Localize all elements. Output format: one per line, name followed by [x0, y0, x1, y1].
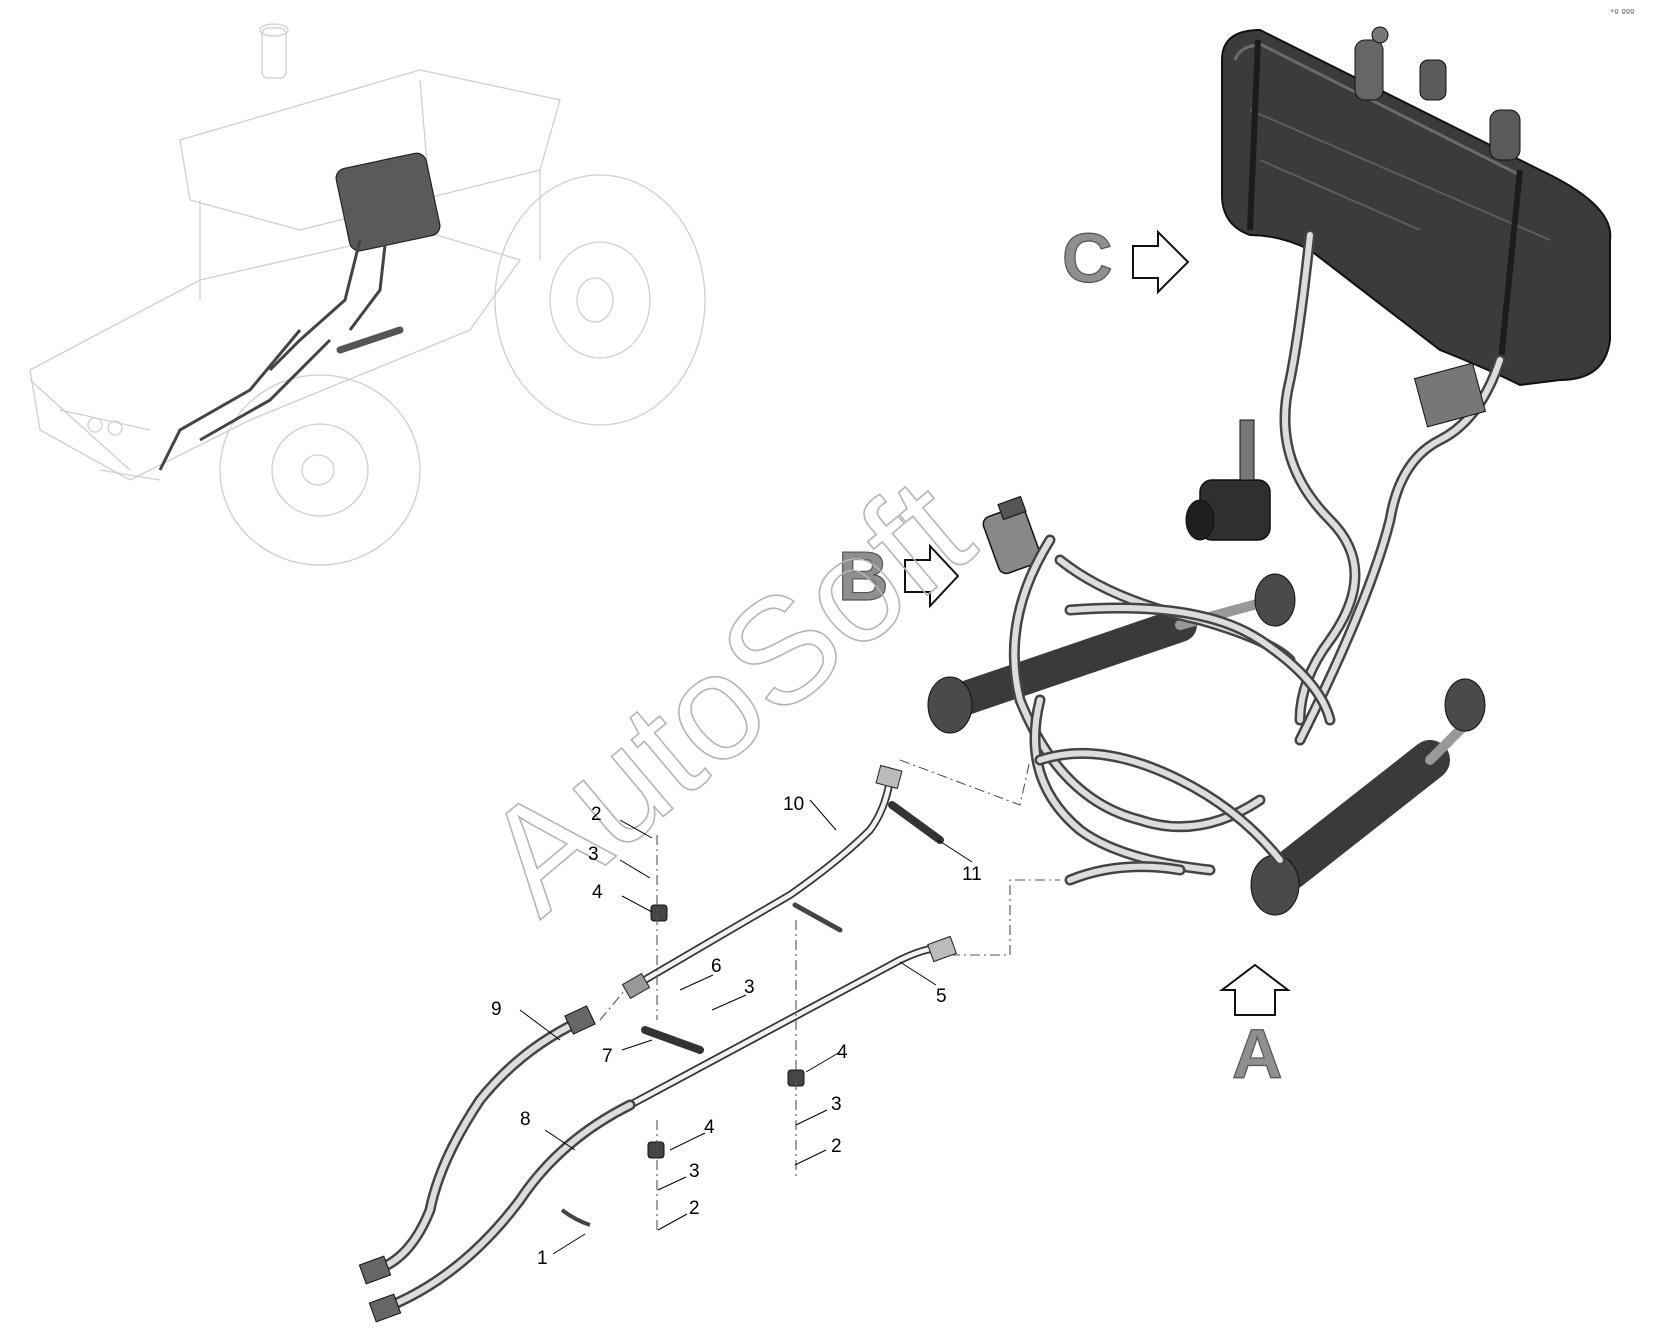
- callout-4-right: 4: [837, 1042, 848, 1063]
- hydraulic-tank: [1221, 26, 1612, 387]
- corner-mark: °º ººº: [1610, 9, 1634, 19]
- callout-leaders: [519, 799, 973, 1255]
- callout-2-right: 2: [831, 1136, 842, 1157]
- exploded-parts: [358, 764, 957, 1323]
- view-label-c: C: [1062, 219, 1113, 297]
- callout-7: 7: [602, 1046, 613, 1067]
- callout-9: 9: [491, 999, 502, 1020]
- view-arrow-b: [904, 543, 960, 609]
- pump-unit: [1185, 419, 1271, 541]
- callout-6: 6: [711, 956, 722, 977]
- watermark: AutoSoft: [453, 446, 1002, 945]
- callout-3-right: 3: [831, 1094, 842, 1115]
- view-arrow-c: [1132, 229, 1190, 295]
- view-label-a: A: [1232, 1015, 1283, 1093]
- callout-2-bottom: 2: [689, 1198, 700, 1219]
- tractor-overview-illustration: [29, 23, 706, 566]
- callout-3-top: 3: [588, 844, 599, 865]
- callout-4-bottom: 4: [704, 1117, 715, 1138]
- assembly-lines: [599, 759, 1060, 1230]
- steering-cylinders: [927, 573, 1486, 916]
- hose-loom: [1008, 229, 1506, 886]
- callout-5: 5: [936, 986, 947, 1007]
- view-label-b: B: [838, 537, 889, 615]
- view-arrow-a: [1219, 963, 1291, 1016]
- callout-3-mid: 3: [744, 977, 755, 998]
- callout-8: 8: [520, 1109, 531, 1130]
- steering-valve: [982, 495, 1042, 575]
- callout-10: 10: [783, 794, 804, 815]
- callout-2-top: 2: [591, 804, 602, 825]
- callout-11: 11: [962, 864, 982, 885]
- callout-3-bottom: 3: [689, 1161, 700, 1182]
- callout-1: 1: [537, 1248, 548, 1269]
- callout-4-top: 4: [592, 882, 603, 903]
